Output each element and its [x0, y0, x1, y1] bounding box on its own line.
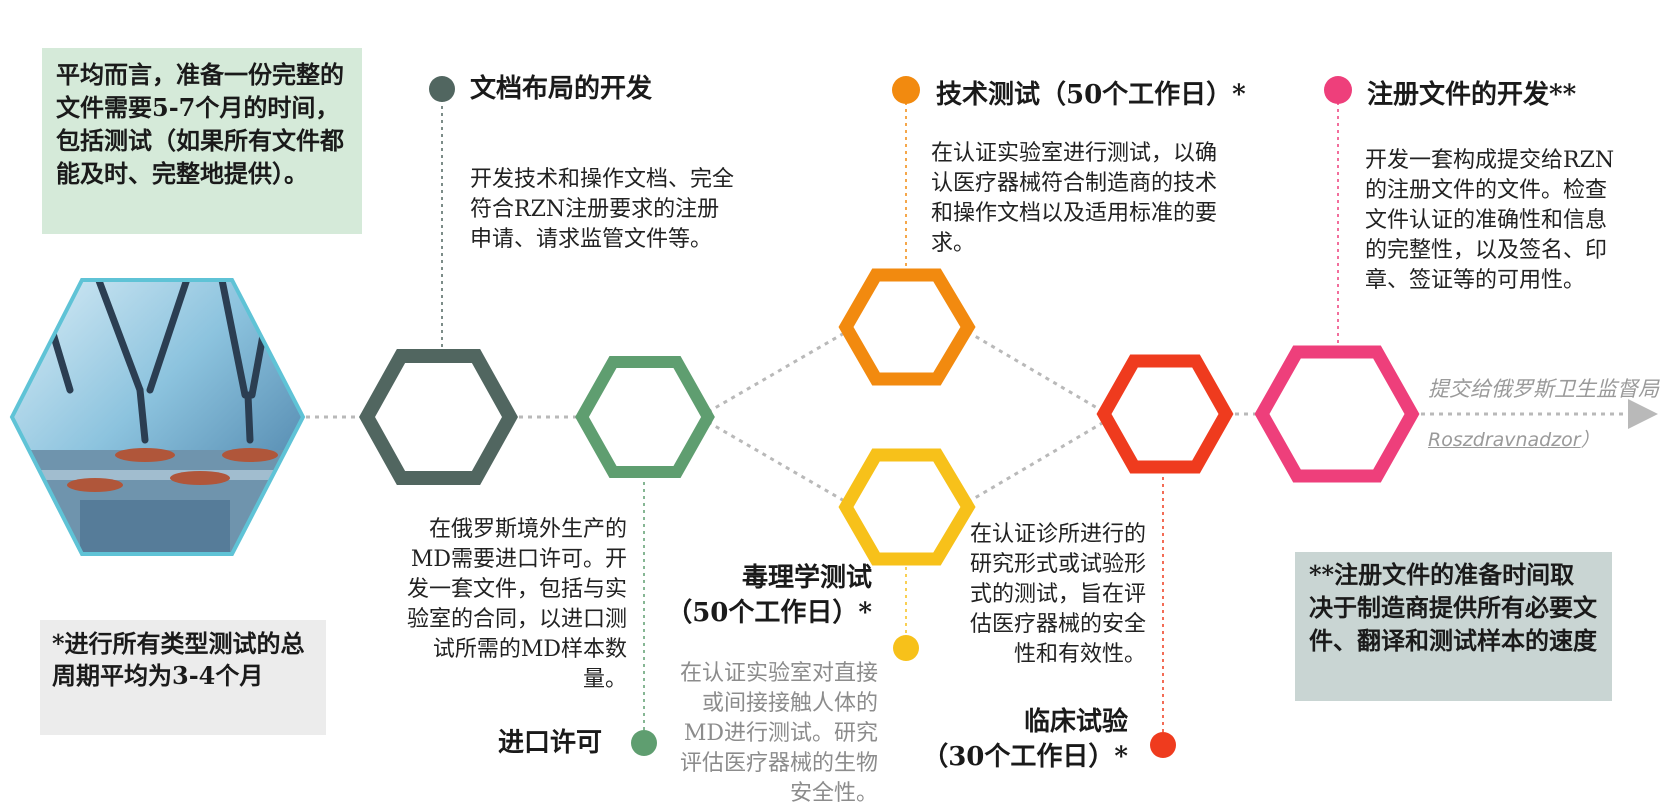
testing-period-note: *进行所有类型测试的总周期平均为3-4个月 [40, 620, 326, 735]
import-permit-title: 进口许可 [498, 728, 603, 758]
toxicology-test-desc: 在认证实验室对直接或间接接触人体的MD进行测试。研究评估医疗器械的生物安全性。 [679, 661, 878, 806]
toxicology-test-title: 毒理学测试 （50个工作日）* [666, 563, 872, 628]
clinical-trial-title: 临床试验 （30个工作日）* [922, 707, 1128, 772]
submission-suffix: ） [1580, 429, 1600, 451]
registration-dev-hexagon [1254, 345, 1420, 483]
average-time-note: 平均而言，准备一份完整的文件需要5-7个月的时间，包括测试（如果所有文件都能及时… [42, 48, 362, 234]
doc-layout-dot [429, 76, 455, 102]
clinical-trial-desc: 在认证诊所进行的研究形式或试验形式的测试，旨在评估医疗器械的安全性和有效性。 [970, 522, 1147, 667]
toxicology-test-hexagon [838, 448, 976, 566]
registration-dev-desc: 开发一套构成提交给RZN的注册文件的文件。检查文件认证的准确性和信息的完整性，以… [1365, 148, 1615, 293]
connector-toxicology-clinical [967, 420, 1105, 504]
import-permit-desc: 在俄罗斯境外生产的MD需要进口许可。开发一套文件，包括与实验室的合同，以进口测试… [406, 517, 627, 692]
doc-layout-title: 文档布局的开发 [470, 74, 653, 104]
connector-import-technical [707, 330, 847, 414]
submission-label: 提交给俄罗斯卫生监督局 [1428, 377, 1659, 401]
submission-sublabel: Roszdravnadzor） [1428, 425, 1600, 452]
doc-layout-hexagon [358, 349, 519, 485]
clinical-trial-dot [1150, 732, 1176, 758]
import-permit-hexagon [575, 356, 715, 478]
registration-dev-dot [1324, 76, 1352, 104]
toxicology-test-dot [893, 635, 919, 661]
clinical-trial-hexagon [1096, 354, 1234, 474]
import-permit-dot [631, 730, 657, 756]
technical-test-title: 技术测试（50个工作日）* [936, 80, 1246, 110]
technical-test-dot [892, 76, 920, 104]
connector-technical-clinical [967, 330, 1105, 414]
connector-import-toxicology [707, 420, 847, 504]
doc-layout-desc: 开发技术和操作文档、完全符合RZN注册要求的注册申请、请求监管文件等。 [470, 167, 735, 252]
registration-time-note: **注册文件的准备时间取决于制造商提供所有必要文件、翻译和测试样本的速度 [1295, 552, 1612, 701]
registration-dev-title: 注册文件的开发** [1367, 80, 1577, 110]
factory-robot-arms-image [9, 278, 306, 556]
roszdravnadzor-link[interactable]: Roszdravnadzor [1428, 429, 1581, 451]
technical-test-hexagon [838, 268, 976, 386]
technical-test-desc: 在认证实验室进行测试，以确认医疗器械符合制造商的技术和操作文档以及适用标准的要求… [931, 141, 1218, 256]
